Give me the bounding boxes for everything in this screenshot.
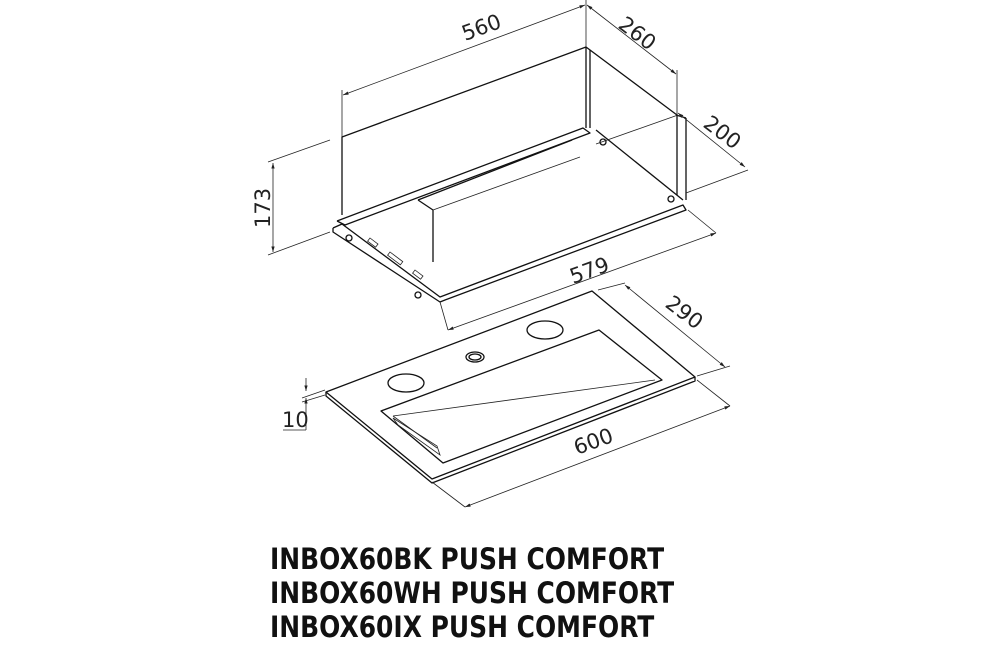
model-name: INBOX60BK PUSH COMFORT <box>270 542 665 576</box>
hood-housing <box>332 46 687 303</box>
dim-thickness-10: 10 <box>282 408 309 432</box>
light-icon <box>387 373 425 393</box>
model-name: INBOX60IX PUSH COMFORT <box>270 610 655 644</box>
model-name: INBOX60WH PUSH COMFORT <box>270 576 675 610</box>
dim-width-600: 600 <box>571 423 617 459</box>
dim-height-173: 173 <box>251 188 275 228</box>
dim-depth-200: 200 <box>699 111 745 154</box>
dim-depth-260: 260 <box>614 12 660 55</box>
dim-width-560: 560 <box>459 9 505 45</box>
model-list: INBOX60BK PUSH COMFORT INBOX60WH PUSH CO… <box>270 542 740 644</box>
light-icon <box>526 320 564 340</box>
dim-width-579: 579 <box>567 252 613 288</box>
dimension-lines <box>267 0 749 508</box>
push-button-icon <box>465 351 485 363</box>
push-button-inner-icon <box>468 353 482 361</box>
dim-depth-290: 290 <box>661 291 707 334</box>
glass-panel <box>325 290 696 484</box>
